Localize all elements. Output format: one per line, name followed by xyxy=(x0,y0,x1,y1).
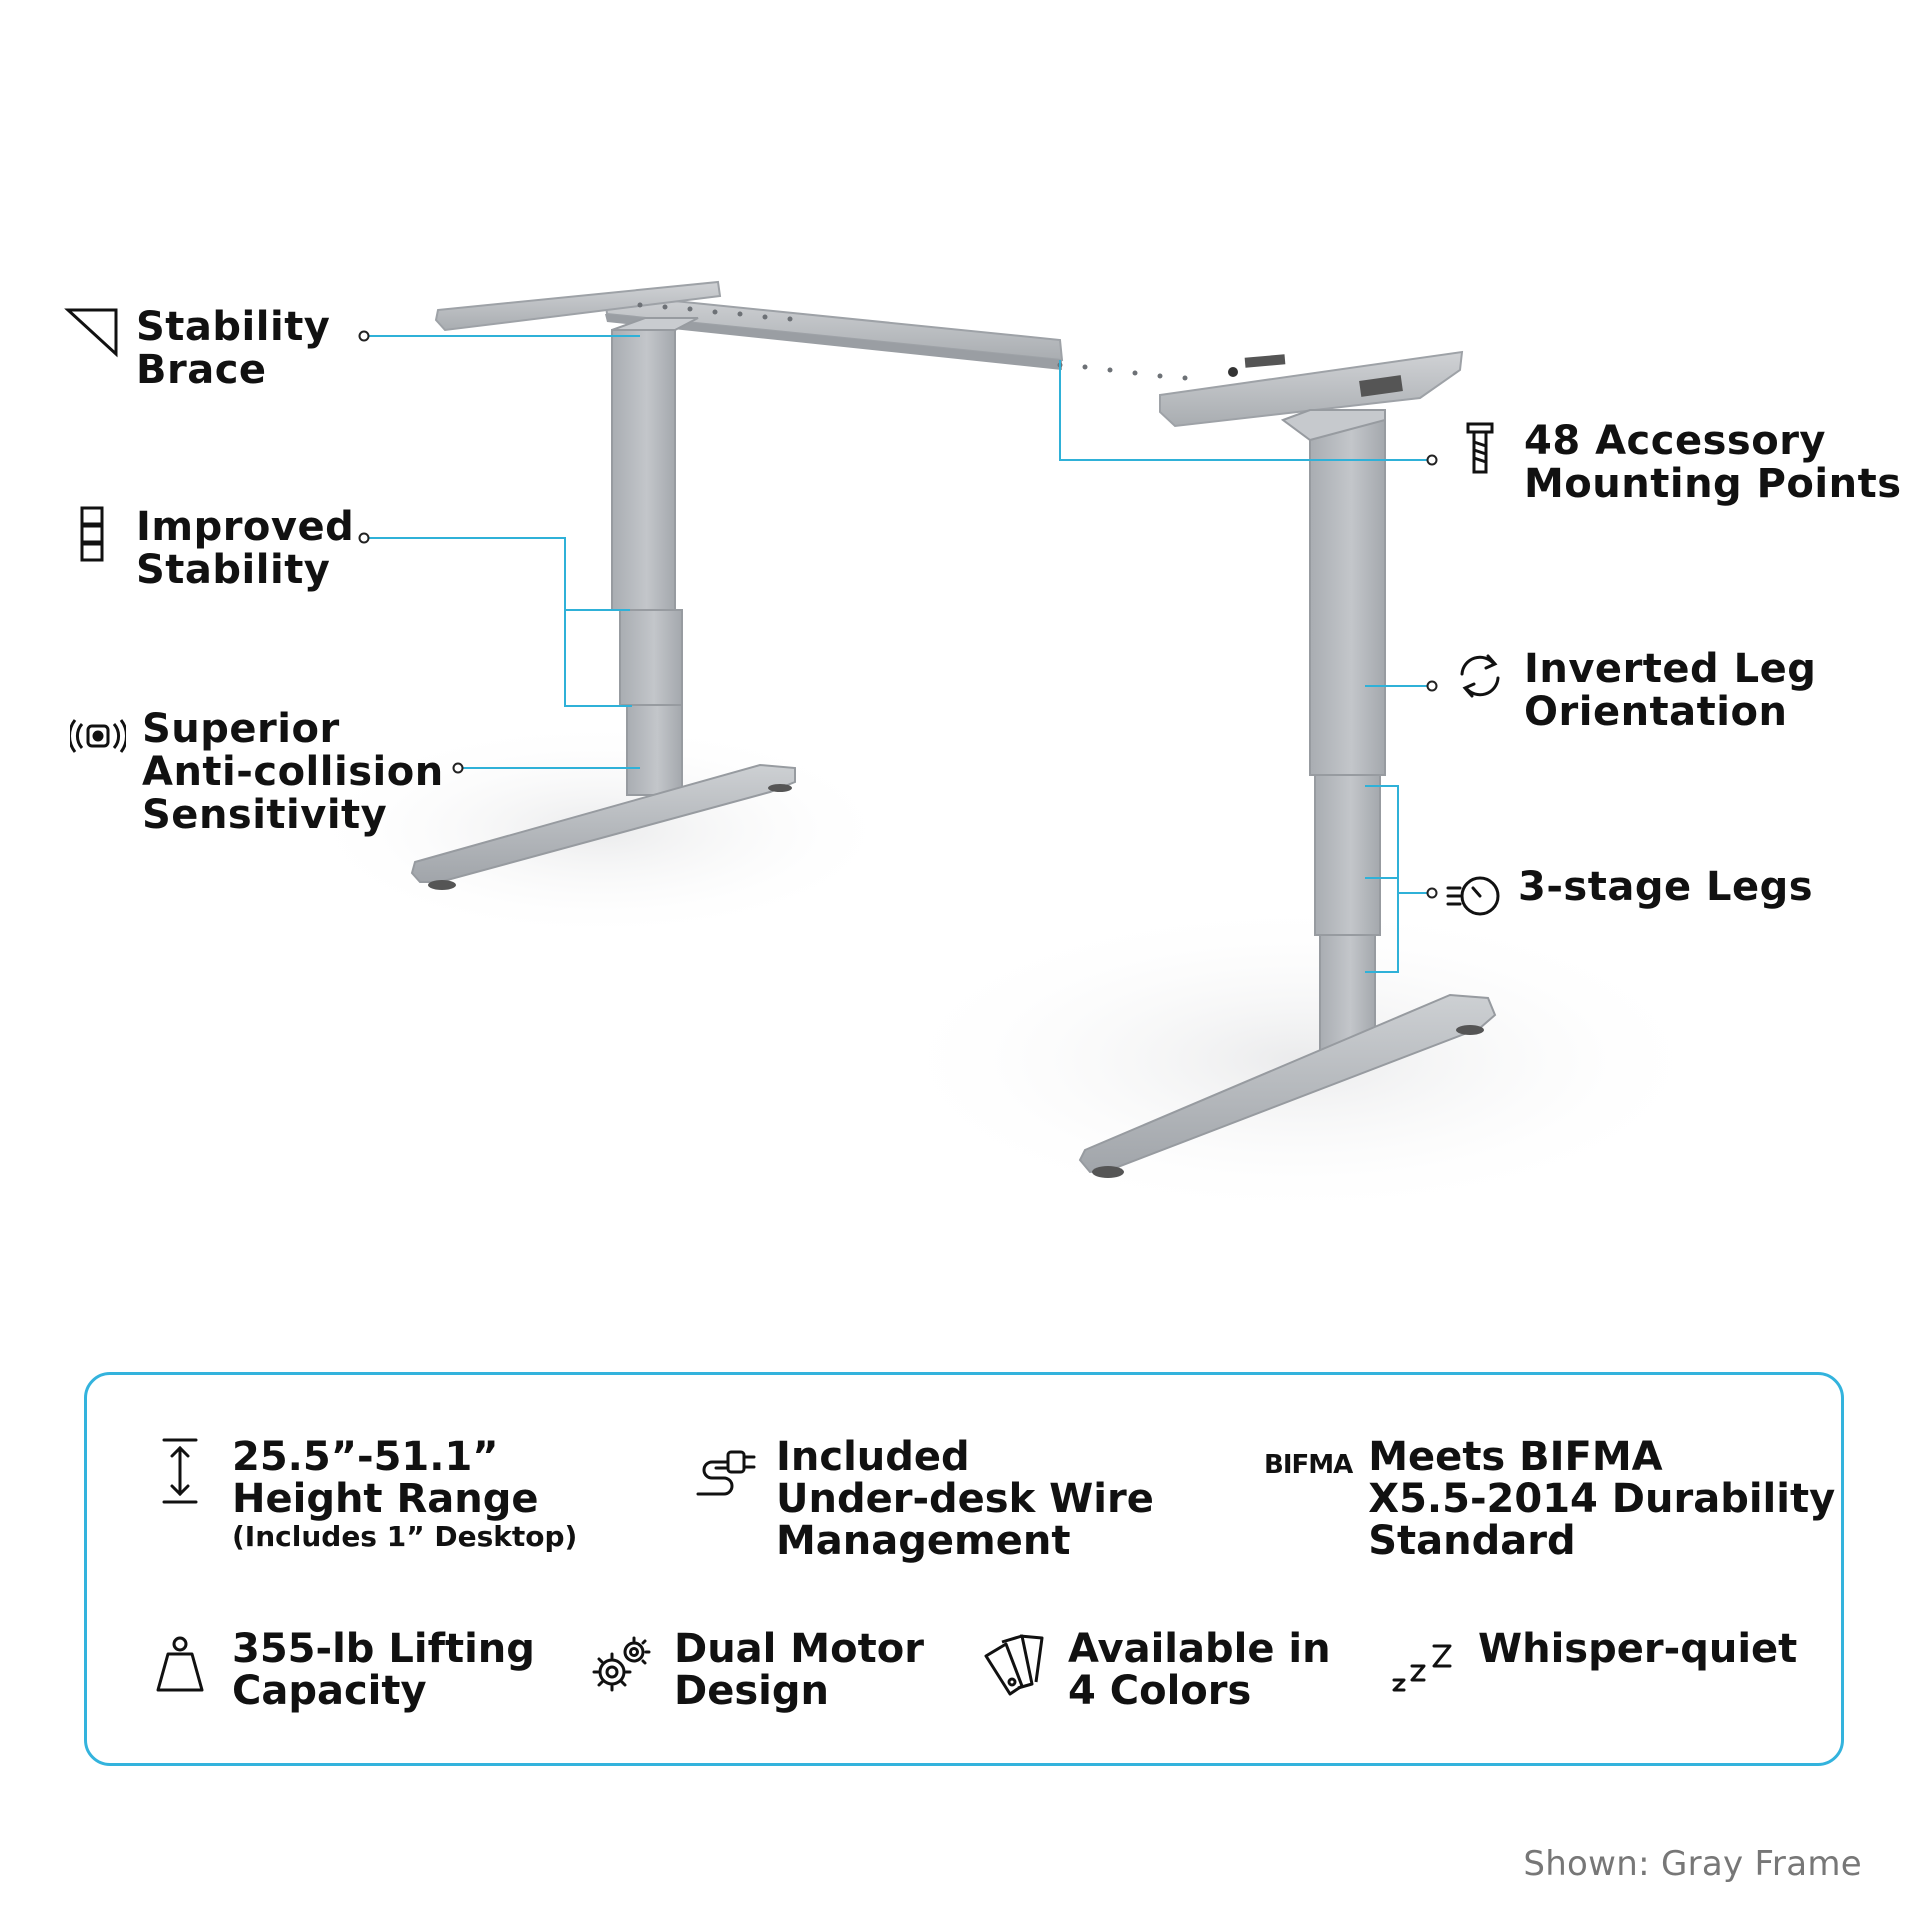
feature-colors: Available in 4 Colors xyxy=(980,1628,1331,1712)
stacked-blocks-icon xyxy=(64,506,120,562)
leader-dots xyxy=(358,330,1438,899)
bolt-icon xyxy=(1452,420,1508,476)
callout-line: Improved xyxy=(136,504,355,550)
frame-crossbar xyxy=(603,292,1064,362)
right-foot xyxy=(1078,993,1497,1174)
feature-line: Available in xyxy=(1068,1626,1331,1672)
collision-sensor-icon xyxy=(70,708,126,764)
feature-bifma: BIFMA Meets BIFMA X5.5-2014 Durability S… xyxy=(1264,1436,1835,1562)
right-leg-lower xyxy=(1319,934,1376,1051)
frame-arm-left xyxy=(434,280,722,332)
feature-line: Management xyxy=(776,1518,1071,1564)
feature-line: Meets BIFMA xyxy=(1368,1434,1663,1480)
feature-line: Included xyxy=(776,1434,970,1480)
triangle-brace-icon xyxy=(64,306,120,362)
callout-line: Orientation xyxy=(1524,689,1788,736)
color-swatches-icon xyxy=(980,1628,1052,1700)
callout-line: Stability xyxy=(136,547,331,594)
callout-line: 48 Accessory xyxy=(1524,418,1826,464)
callout-line: Brace xyxy=(136,347,267,394)
left-leg-lower xyxy=(626,704,683,796)
feature-dual-motor: Dual Motor Design xyxy=(586,1628,924,1712)
feature-line: Height Range xyxy=(232,1476,539,1522)
frame-arm-right xyxy=(1159,350,1464,428)
left-leg-mid xyxy=(619,609,683,706)
callout-line: Stability xyxy=(136,304,331,350)
right-leg-mid xyxy=(1314,774,1381,936)
leader-lines xyxy=(368,335,1428,973)
feature-line: Whisper-quiet xyxy=(1478,1626,1798,1672)
zzz-icon xyxy=(1390,1628,1462,1700)
callout-stability-brace: Stability Brace xyxy=(64,304,331,394)
feature-whisper-quiet: Whisper-quiet xyxy=(1390,1628,1797,1700)
right-leg-upper xyxy=(1309,419,1386,776)
speed-timer-icon xyxy=(1446,866,1502,922)
weight-icon xyxy=(144,1628,216,1700)
feature-wire-management: Included Under-desk Wire Management xyxy=(688,1436,1154,1562)
feature-height-range: 25.5”-51.1” Height Range (Includes 1” De… xyxy=(144,1436,577,1551)
callout-line: Anti-collision xyxy=(142,749,444,796)
left-leg-upper xyxy=(611,329,676,611)
feature-line: Under-desk Wire xyxy=(776,1476,1154,1522)
height-arrow-icon xyxy=(144,1436,216,1508)
feature-line: 4 Colors xyxy=(1068,1668,1252,1714)
callout-inverted-leg: Inverted Leg Orientation xyxy=(1452,646,1817,736)
callout-accessory-points: 48 Accessory Mounting Points xyxy=(1452,418,1902,508)
callout-line: 3-stage Legs xyxy=(1518,864,1814,910)
callout-improved-stability: Improved Stability xyxy=(64,504,355,594)
feature-line: X5.5-2014 Durability xyxy=(1368,1476,1836,1522)
rotate-arrows-icon xyxy=(1452,648,1508,704)
feature-line: Capacity xyxy=(232,1668,427,1714)
callout-line: Superior xyxy=(142,706,340,752)
feature-note: (Includes 1” Desktop) xyxy=(232,1520,578,1553)
left-foot xyxy=(410,763,796,883)
gears-icon xyxy=(586,1628,658,1700)
callout-line: Sensitivity xyxy=(142,792,388,839)
floor-shadow-right xyxy=(880,900,1720,1220)
frame-caption: Shown: Gray Frame xyxy=(1523,1844,1862,1884)
callout-anti-collision: Superior Anti-collision Sensitivity xyxy=(70,706,444,839)
callout-line: Mounting Points xyxy=(1524,461,1902,508)
brand-plate xyxy=(1359,375,1403,397)
bifma-logo: BIFMA xyxy=(1264,1450,1353,1480)
mounting-holes xyxy=(637,302,1188,381)
feature-line: Standard xyxy=(1368,1518,1576,1564)
callout-line: Inverted Leg xyxy=(1524,646,1817,692)
feature-line: Design xyxy=(674,1668,829,1714)
feature-lifting-capacity: 355-lb Lifting Capacity xyxy=(144,1628,535,1712)
feature-box xyxy=(84,1372,1844,1766)
plug-cable-icon xyxy=(688,1436,760,1508)
feature-line: Dual Motor xyxy=(674,1626,924,1672)
feature-line: 355-lb Lifting xyxy=(232,1626,535,1672)
callout-three-stage: 3-stage Legs xyxy=(1446,864,1814,922)
feature-line: 25.5”-51.1” xyxy=(232,1434,499,1480)
